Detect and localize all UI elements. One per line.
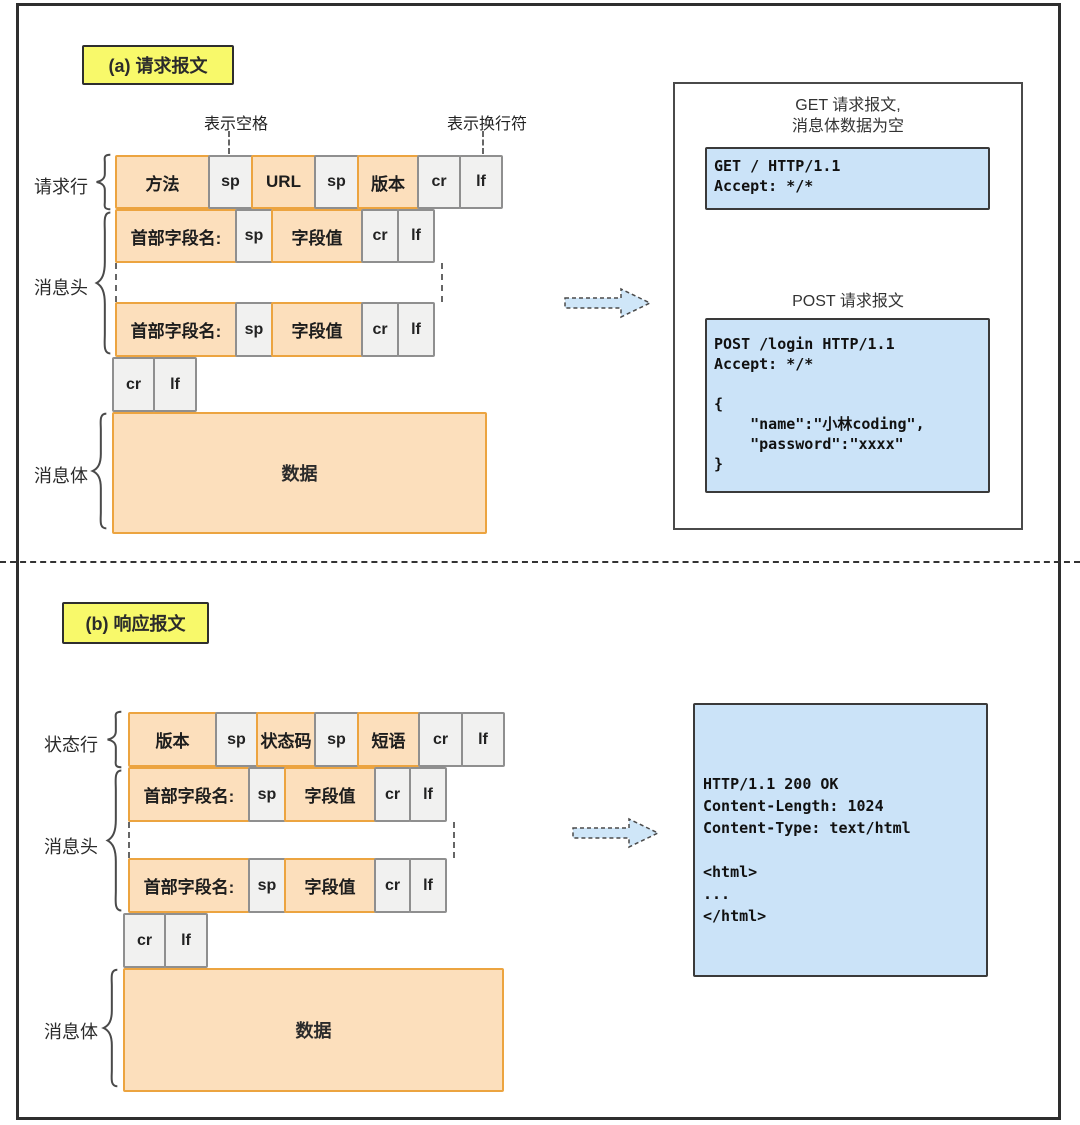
- method-box: 方法: [115, 155, 210, 209]
- status-line-row: 版本 sp 状态码 sp 短语 cr lf: [128, 712, 505, 767]
- status-code-box: 状态码: [256, 712, 316, 767]
- gap-dash-right-a: [441, 263, 443, 302]
- get-example-code: GET / HTTP/1.1 Accept: */*: [714, 157, 841, 195]
- header-row-2a: 首部字段名: sp 字段值 cr lf: [115, 302, 435, 357]
- section-b-tag-label: (b) 响应报文: [85, 614, 186, 634]
- section-b-tag: (b) 响应报文: [62, 602, 209, 644]
- annotation-space: 表示空格: [203, 116, 268, 133]
- label-headers-b: 消息头: [44, 837, 98, 857]
- header-field-name-box: 首部字段名:: [115, 302, 237, 357]
- brace-body-b: [99, 966, 121, 1090]
- sp-box: sp: [314, 155, 359, 209]
- label-body-a: 消息体: [34, 466, 88, 486]
- phrase-box: 短语: [357, 712, 420, 767]
- gap-dash-left-a: [115, 263, 117, 302]
- request-examples-panel: [673, 82, 1023, 530]
- header-row-2b: 首部字段名: sp 字段值 cr lf: [128, 858, 447, 913]
- brace-body-a: [88, 410, 110, 532]
- cr-box: cr: [112, 357, 155, 412]
- header-field-name-box: 首部字段名:: [115, 209, 237, 263]
- header-field-name-box: 首部字段名:: [128, 858, 250, 913]
- lf-box: lf: [459, 155, 503, 209]
- lf-box: lf: [397, 209, 435, 263]
- right-arrow-icon: [572, 817, 660, 849]
- brace-status-line: [103, 710, 125, 769]
- right-arrow-icon: [564, 287, 652, 319]
- cr-box: cr: [361, 302, 399, 357]
- get-example-box: [705, 147, 990, 210]
- label-headers-a: 消息头: [34, 278, 88, 298]
- lf-box: lf: [409, 767, 447, 822]
- data-box-b: 数据: [123, 968, 504, 1092]
- sp-box: sp: [235, 302, 273, 357]
- post-example-box: [705, 318, 990, 493]
- brace-headers-b: [103, 766, 125, 915]
- get-example-title: GET 请求报文, 消息体数据为空: [791, 97, 904, 135]
- sp-box: sp: [248, 858, 286, 913]
- annotation-newline-pointer: [482, 131, 484, 154]
- post-example-title: POST 请求报文: [792, 293, 904, 310]
- field-value-box: 字段值: [271, 209, 363, 263]
- lf-box: lf: [164, 913, 208, 968]
- label-status-line: 状态行: [44, 735, 98, 755]
- lf-box: lf: [461, 712, 505, 767]
- cr-box: cr: [361, 209, 399, 263]
- sp-box: sp: [235, 209, 273, 263]
- field-value-box: 字段值: [284, 767, 376, 822]
- header-row-1a: 首部字段名: sp 字段值 cr lf: [115, 209, 435, 263]
- header-row-1b: 首部字段名: sp 字段值 cr lf: [128, 767, 447, 822]
- annotation-newline: 表示换行符: [446, 116, 527, 133]
- version-box: 版本: [357, 155, 419, 209]
- label-body-b: 消息体: [44, 1022, 98, 1042]
- data-box-a: 数据: [112, 412, 487, 534]
- crlf-row-b: cr lf: [123, 913, 208, 968]
- label-request-line: 请求行: [34, 177, 88, 197]
- field-value-box: 字段值: [284, 858, 376, 913]
- sp-box: sp: [215, 712, 258, 767]
- brace-headers-a: [92, 208, 114, 358]
- cr-box: cr: [418, 712, 463, 767]
- lf-box: lf: [409, 858, 447, 913]
- response-example-box: [693, 703, 988, 977]
- brace-request-line: [92, 153, 114, 211]
- cr-box: cr: [374, 767, 411, 822]
- gap-dash-left-b: [128, 822, 130, 858]
- sp-box: sp: [248, 767, 286, 822]
- cr-box: cr: [374, 858, 411, 913]
- cr-box: cr: [123, 913, 166, 968]
- gap-dash-right-b: [453, 822, 455, 858]
- section-divider: [0, 561, 1080, 563]
- data-box-a-label: 数据: [281, 464, 318, 484]
- sp-box: sp: [208, 155, 253, 209]
- field-value-box: 字段值: [271, 302, 363, 357]
- section-a-tag-label: (a) 请求报文: [108, 56, 208, 76]
- crlf-row-a: cr lf: [112, 357, 197, 412]
- cr-box: cr: [417, 155, 461, 209]
- response-example-code: HTTP/1.1 200 OK Content-Length: 1024 Con…: [703, 775, 911, 925]
- post-example-code: POST /login HTTP/1.1 Accept: */* { "name…: [714, 335, 925, 473]
- section-a-tag: (a) 请求报文: [82, 45, 234, 85]
- lf-box: lf: [397, 302, 435, 357]
- data-box-b-label: 数据: [295, 1021, 332, 1041]
- lf-box: lf: [153, 357, 197, 412]
- annotation-space-pointer: [228, 131, 230, 154]
- url-box: URL: [251, 155, 316, 209]
- sp-box: sp: [314, 712, 359, 767]
- request-line-row: 方法 sp URL sp 版本 cr lf: [115, 155, 503, 209]
- version-box: 版本: [128, 712, 217, 767]
- header-field-name-box: 首部字段名:: [128, 767, 250, 822]
